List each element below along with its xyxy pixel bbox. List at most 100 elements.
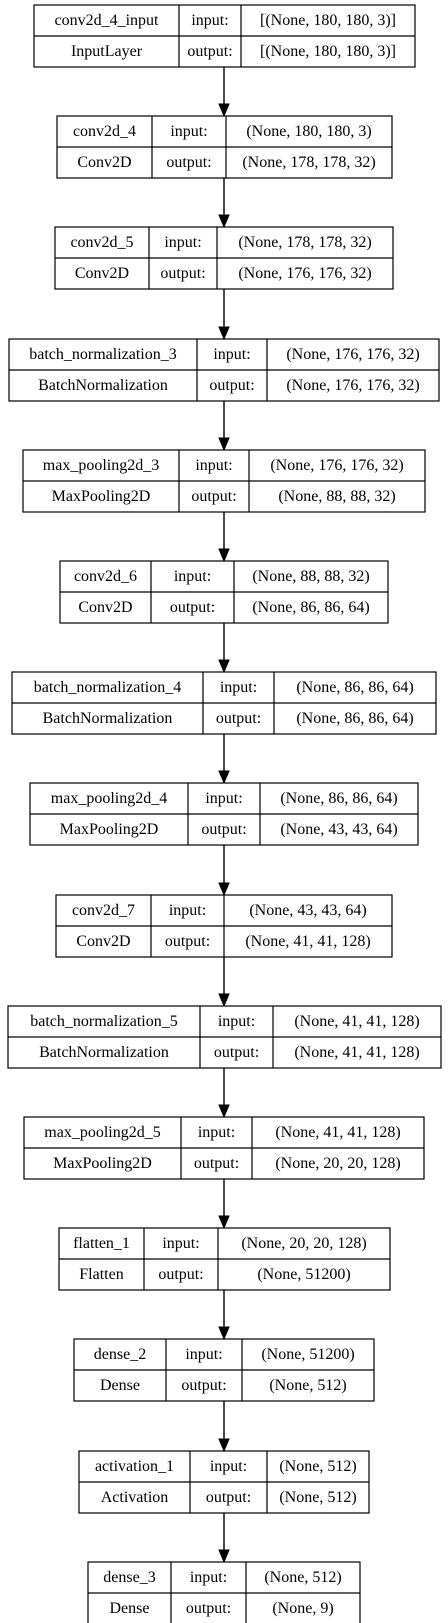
- layer-name: activation_1: [95, 1458, 174, 1475]
- layer-type: Dense: [100, 1377, 140, 1394]
- output-shape: (None, 176, 176, 32): [238, 265, 371, 282]
- arrow-head: [218, 548, 230, 563]
- input-shape: (None, 180, 180, 3): [246, 123, 371, 140]
- layer-type: Conv2D: [75, 265, 129, 282]
- arrow-head: [218, 103, 230, 118]
- input-shape: (None, 178, 178, 32): [238, 234, 371, 251]
- layer-node: batch_normalization_5BatchNormalizationi…: [7, 1005, 442, 1069]
- output-label: output:: [186, 1600, 231, 1617]
- layer-type: Dense: [110, 1600, 150, 1617]
- input-shape: (None, 512): [279, 1458, 356, 1475]
- layer-name: flatten_1: [73, 1235, 130, 1252]
- output-shape: (None, 512): [269, 1377, 346, 1394]
- output-shape: (None, 176, 176, 32): [286, 377, 419, 394]
- connection-arrow: [218, 1179, 230, 1230]
- layer-node: conv2d_4_inputInputLayerinput:output:[(N…: [33, 4, 416, 68]
- connection-arrow: [218, 1068, 230, 1119]
- output-shape: [(None, 180, 180, 3)]: [260, 43, 396, 60]
- input-shape: (None, 88, 88, 32): [252, 568, 369, 585]
- arrow-head: [218, 1549, 230, 1564]
- input-shape: (None, 176, 176, 32): [286, 346, 419, 363]
- layer-name: conv2d_6: [74, 568, 137, 585]
- arrow-head: [218, 326, 230, 341]
- layer-name: batch_normalization_3: [29, 346, 177, 363]
- output-label: output:: [160, 265, 205, 282]
- connection-arrow: [218, 401, 230, 452]
- layer-node: max_pooling2d_3MaxPooling2Dinput:output:…: [22, 449, 426, 513]
- connection-arrow: [218, 623, 230, 674]
- arrow-head: [218, 214, 230, 229]
- layer-type: Conv2D: [76, 933, 130, 950]
- input-label: input:: [164, 234, 201, 251]
- input-shape: (None, 43, 43, 64): [249, 902, 366, 919]
- output-shape: (None, 88, 88, 32): [278, 488, 395, 505]
- output-shape: (None, 86, 86, 64): [296, 710, 413, 727]
- output-label: output:: [214, 1044, 259, 1061]
- output-label: output:: [206, 1489, 251, 1506]
- arrow-head: [218, 1438, 230, 1453]
- output-shape: (None, 51200): [257, 1266, 350, 1283]
- connection-arrow: [218, 845, 230, 897]
- output-label: output:: [216, 710, 261, 727]
- arrow-head: [218, 1326, 230, 1341]
- input-label: input:: [210, 1458, 247, 1475]
- layer-name: conv2d_5: [70, 234, 133, 251]
- output-label: output:: [201, 821, 246, 838]
- layer-type: MaxPooling2D: [52, 488, 151, 505]
- layer-name: dense_3: [103, 1569, 155, 1586]
- output-shape: (None, 43, 43, 64): [280, 821, 397, 838]
- layer-type: MaxPooling2D: [53, 1155, 152, 1172]
- connection-arrow: [218, 957, 230, 1008]
- input-shape: (None, 86, 86, 64): [296, 679, 413, 696]
- layer-type: BatchNormalization: [43, 710, 173, 727]
- layer-name: conv2d_4_input: [55, 12, 160, 29]
- output-label: output:: [166, 154, 211, 171]
- output-shape: (None, 86, 86, 64): [252, 599, 369, 616]
- layer-name: max_pooling2d_4: [51, 790, 167, 807]
- arrow-head: [218, 882, 230, 897]
- layer-node: batch_normalization_3BatchNormalizationi…: [8, 338, 440, 402]
- input-shape: (None, 512): [264, 1569, 341, 1586]
- arrow-head: [218, 1215, 230, 1230]
- layer-type: MaxPooling2D: [60, 821, 159, 838]
- arrow-head: [218, 770, 230, 785]
- input-shape: (None, 41, 41, 128): [294, 1013, 419, 1030]
- input-label: input:: [218, 1013, 255, 1030]
- input-label: input:: [169, 902, 206, 919]
- input-shape: (None, 41, 41, 128): [275, 1124, 400, 1141]
- layer-type: Flatten: [79, 1266, 123, 1283]
- layer-name: dense_2: [94, 1346, 146, 1363]
- output-label: output:: [187, 43, 232, 60]
- layer-type: Conv2D: [78, 599, 132, 616]
- input-label: input:: [174, 568, 211, 585]
- output-shape: (None, 9): [272, 1600, 333, 1617]
- output-label: output:: [170, 599, 215, 616]
- output-label: output:: [191, 488, 236, 505]
- layer-name: max_pooling2d_3: [43, 457, 159, 474]
- layer-type: Conv2D: [77, 154, 131, 171]
- output-shape: (None, 20, 20, 128): [275, 1155, 400, 1172]
- output-label: output:: [194, 1155, 239, 1172]
- input-label: input:: [220, 679, 257, 696]
- layer-name: conv2d_4: [73, 123, 136, 140]
- layer-name: max_pooling2d_5: [44, 1124, 160, 1141]
- layer-name: batch_normalization_5: [30, 1013, 178, 1030]
- input-shape: (None, 176, 176, 32): [270, 457, 403, 474]
- arrow-head: [218, 437, 230, 452]
- connection-arrow: [218, 67, 230, 118]
- arrow-head: [218, 993, 230, 1008]
- output-shape: (None, 41, 41, 128): [294, 1044, 419, 1061]
- connection-arrow: [218, 178, 230, 229]
- connection-arrow: [218, 512, 230, 563]
- layer-name: batch_normalization_4: [34, 679, 182, 696]
- input-label: input:: [205, 790, 242, 807]
- connection-arrow: [218, 1401, 230, 1453]
- layer-node: activation_1Activationinput:output:(None…: [78, 1450, 370, 1514]
